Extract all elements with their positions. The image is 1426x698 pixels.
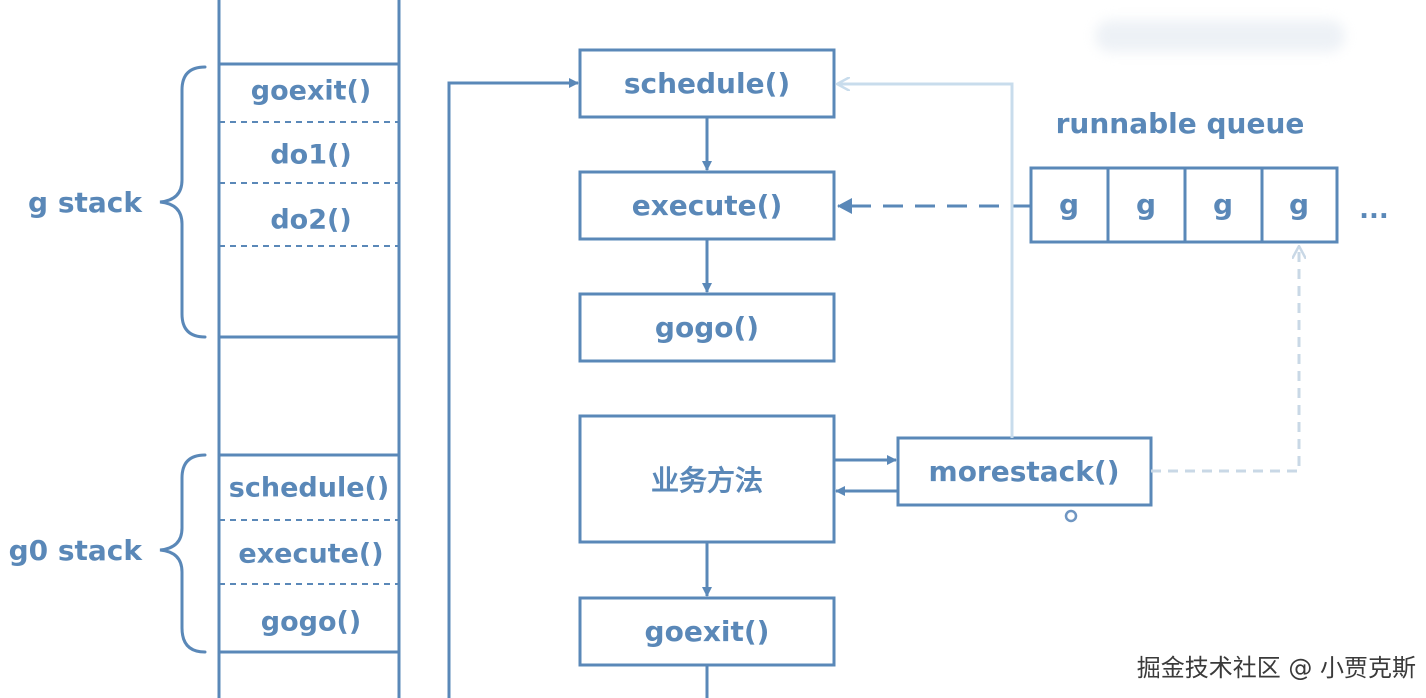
- morestack-box: [896, 436, 1153, 507]
- blurred-region: [1095, 20, 1345, 52]
- execute-label: execute(): [631, 189, 783, 222]
- execute-box: [578, 170, 836, 241]
- schedule-label: schedule(): [623, 67, 791, 100]
- g-stack-brace: [159, 65, 207, 339]
- g0-stack-label: g0 stack: [8, 534, 142, 567]
- gogo-box: [578, 292, 836, 363]
- business-box: [578, 414, 836, 544]
- goexit-box: [578, 596, 836, 667]
- g0-stack-frame: gogo(): [260, 606, 362, 638]
- queue-item: g: [1212, 188, 1234, 221]
- g-stack-frame: do2(): [270, 204, 352, 236]
- g-stack-frame: goexit(): [250, 75, 372, 107]
- queue-ellipsis: ...: [1359, 195, 1389, 225]
- queue-item: g: [1288, 188, 1310, 221]
- watermark: 掘金技术社区 @ 小贾克斯: [1136, 654, 1416, 682]
- g-stack-label: g stack: [28, 186, 142, 219]
- gogo-label: gogo(): [654, 311, 760, 344]
- queue-title: runnable queue: [1055, 107, 1305, 140]
- goexit-label: goexit(): [644, 615, 770, 648]
- g-stack-frame: do1(): [270, 139, 352, 171]
- loop-arrow: [447, 78, 579, 698]
- schedule-box: [578, 48, 836, 119]
- morestack-label: morestack(): [928, 455, 1120, 488]
- arrow-morestack-schedule: [838, 84, 1014, 438]
- queue-item: g: [1135, 188, 1157, 221]
- arrow-morestack-queue: [1151, 247, 1299, 473]
- business-label: 业务方法: [650, 464, 764, 497]
- queue-item: g: [1058, 188, 1080, 221]
- g0-stack-frame: schedule(): [228, 472, 390, 504]
- g0-stack-frame: execute(): [238, 538, 384, 570]
- cursor-dot: [1064, 509, 1078, 523]
- g0-stack-brace: [159, 453, 207, 654]
